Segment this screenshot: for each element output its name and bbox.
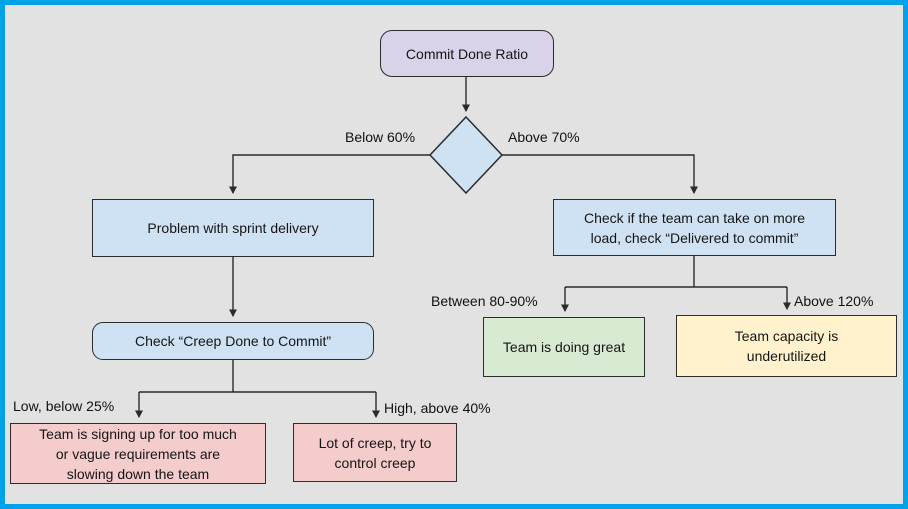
edge-label-below-60: Below 60% (345, 129, 416, 145)
node-check-team-load: Check if the team can take on more load,… (553, 199, 836, 256)
node-check-creep-done-to-commit: Check “Creep Done to Commit” (92, 322, 374, 360)
edge-label-low-below-25: Low, below 25% (13, 398, 115, 414)
edge-label-above-70: Above 70% (508, 129, 580, 145)
node-commit-done-ratio: Commit Done Ratio (380, 30, 554, 77)
edge-decision-to-problem (229, 154, 430, 194)
decision-diamond (428, 115, 504, 195)
node-team-doing-great: Team is doing great (483, 317, 645, 377)
node-problem-sprint-delivery: Problem with sprint delivery (92, 199, 374, 257)
edge-label-above-120: Above 120% (794, 293, 874, 309)
node-signing-up-too-much: Team is signing up for too much or vague… (10, 423, 266, 484)
edge-label-between-80-90: Between 80-90% (431, 293, 538, 309)
edge-decision-to-check-load (502, 154, 698, 194)
node-team-capacity-underutilized: Team capacity is underutilized (676, 315, 897, 377)
node-lot-of-creep: Lot of creep, try to control creep (293, 423, 457, 482)
edge-label-high-above-40: High, above 40% (384, 400, 491, 416)
